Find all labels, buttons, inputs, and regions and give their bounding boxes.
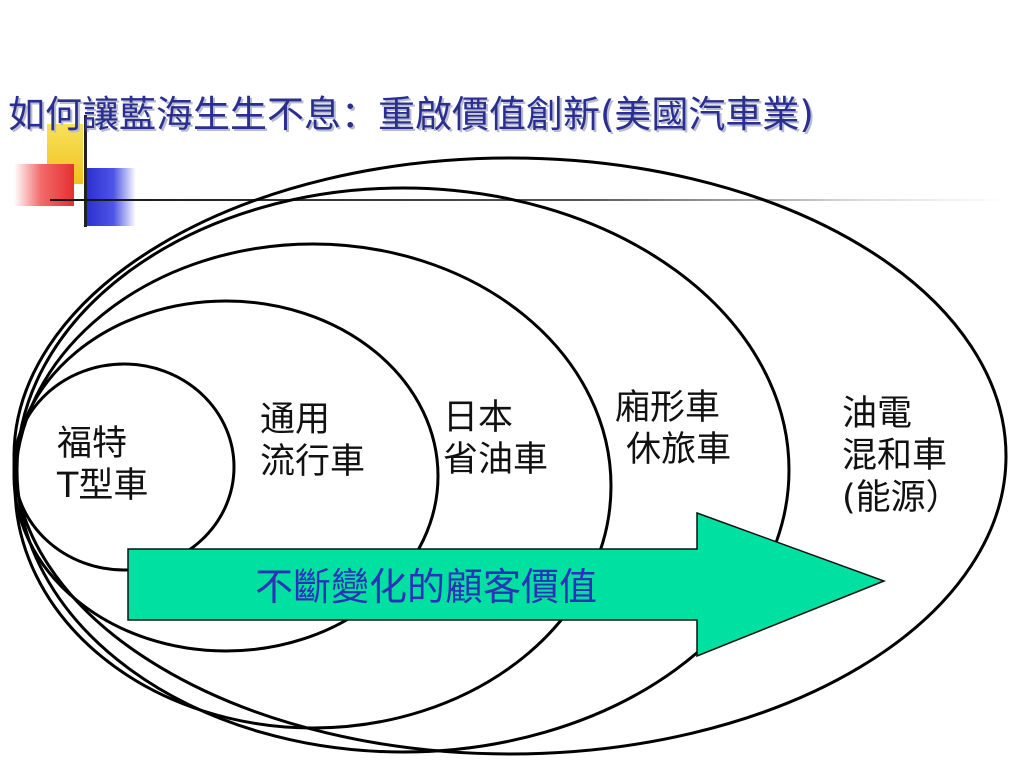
label-japan-line2: 省油車 <box>443 440 549 480</box>
label-hybrid-line1: 油電 <box>842 394 913 434</box>
arrow-shape <box>127 511 887 658</box>
label-ford-t-line2: T型車 <box>57 466 149 506</box>
label-hybrid: 油電 混和車 (能源） <box>842 393 961 519</box>
blue-square-decoration <box>86 168 136 226</box>
label-japan-line1: 日本 <box>443 398 514 438</box>
label-gm-line1: 通用 <box>260 400 331 440</box>
label-minivan-line1: 廂形車 <box>615 388 721 428</box>
label-gm: 通用 流行車 <box>260 399 365 483</box>
label-hybrid-line2: 混和車 <box>842 436 948 476</box>
label-ford-t: 福特 T型車 <box>57 423 148 507</box>
label-ford-t-line1: 福特 <box>57 424 128 464</box>
ellipse-ford <box>12 362 236 572</box>
page-title: 如何讓藍海生生不息：重啟價值創新(美國汽車業) <box>8 93 814 136</box>
label-minivan-suv: 廂形車 休旅車 <box>615 387 731 471</box>
vertical-rule <box>84 115 87 227</box>
label-gm-line2: 流行車 <box>260 442 366 482</box>
label-japan: 日本 省油車 <box>443 397 548 481</box>
label-hybrid-line3: (能源） <box>842 478 961 518</box>
title-underline-rule <box>50 199 1010 201</box>
label-minivan-line2: 休旅車 <box>615 430 732 470</box>
arrow-label: 不斷變化的顧客價值 <box>255 565 598 609</box>
